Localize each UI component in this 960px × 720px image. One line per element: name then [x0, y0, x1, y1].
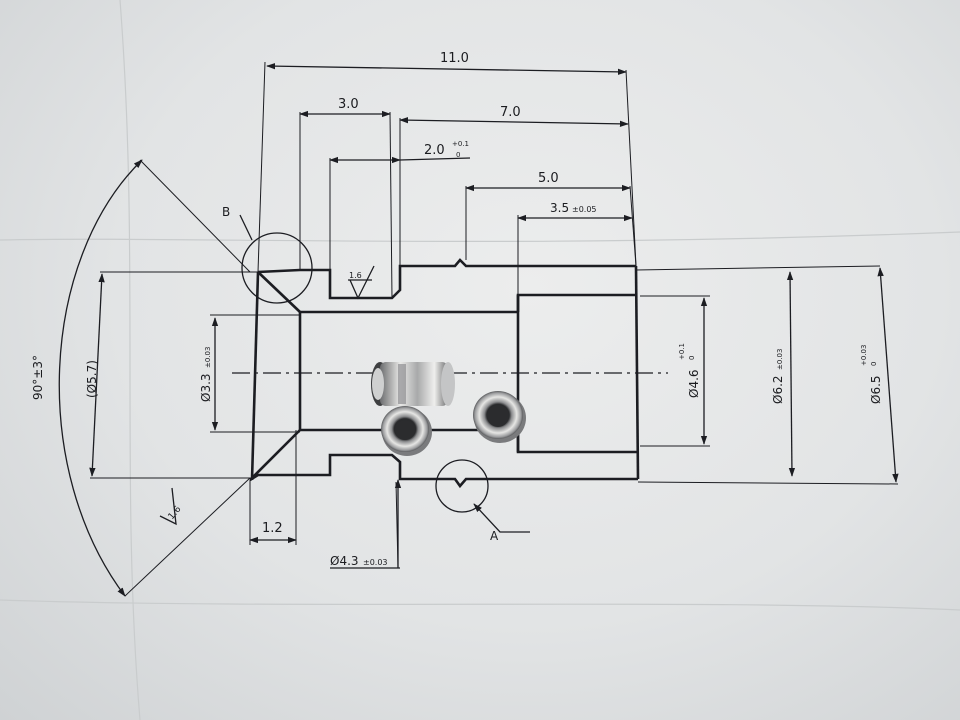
dim-outer-dia-tol-upper: +0.03 — [860, 345, 868, 366]
detail-circle-b — [241, 232, 313, 304]
dim-groove-dia: Ø4.3 — [330, 554, 359, 568]
dim-groove-dia-tol: ±0.03 — [363, 558, 388, 567]
dim-ref-dia: (Ø5.7) — [85, 360, 99, 398]
detail-b-leader — [239, 214, 253, 241]
dim-mid-dia: Ø6.2 — [771, 375, 785, 404]
dim-right-length: 7.0 — [500, 105, 521, 120]
dim-groove-tol-upper: +0.1 — [452, 140, 469, 148]
dim-right-section: 5.0 — [538, 171, 559, 186]
dim-left-step: 3.0 — [338, 97, 359, 112]
dim-bore-dia-tol-upper: +0.1 — [678, 343, 686, 360]
detail-a-leader — [473, 503, 530, 533]
dim-bore-depth: 3.5 — [550, 201, 569, 215]
detail-a-label: A — [490, 529, 499, 543]
bushing-end-view-2 — [473, 391, 526, 443]
dimension-labels: 11.0 3.0 7.0 2.0 +0.1 0 5.0 3.5 ±0.05 1.… — [31, 51, 883, 568]
dim-bore-dia-tol-lower: 0 — [688, 356, 696, 360]
dimension-lines — [58, 62, 899, 597]
bushing-end-view-1 — [381, 406, 432, 456]
dim-inner-dia: Ø3.3 — [199, 373, 213, 402]
dim-bore-dia: Ø4.6 — [687, 369, 701, 398]
dim-chamfer-length: 1.2 — [262, 521, 283, 536]
dim-outer-dia-tol-lower: 0 — [870, 362, 878, 366]
surface-finish-label-1: 1.6 — [349, 271, 362, 280]
detail-b-label: B — [222, 205, 230, 219]
extension-lines — [90, 61, 899, 597]
dim-groove-tol-lower: 0 — [456, 151, 460, 159]
detail-callouts — [239, 214, 530, 533]
bushing-side-view — [371, 362, 455, 406]
dim-mid-dia-tol: ±0.03 — [776, 349, 784, 370]
surface-finish-symbols — [159, 265, 375, 526]
dim-inner-dia-tol: ±0.03 — [204, 347, 212, 368]
surface-finish-label-2: 1.6 — [167, 504, 184, 522]
machined-parts — [371, 362, 526, 456]
dim-countersink-angle: 90°±3° — [31, 355, 45, 400]
dim-bore-depth-tol: ±0.05 — [572, 205, 597, 214]
detail-circle-a — [435, 459, 489, 513]
dim-outer-dia: Ø6.5 — [869, 375, 883, 404]
dim-groove-width: 2.0 — [424, 143, 445, 158]
dim-overall-length: 11.0 — [440, 51, 469, 66]
